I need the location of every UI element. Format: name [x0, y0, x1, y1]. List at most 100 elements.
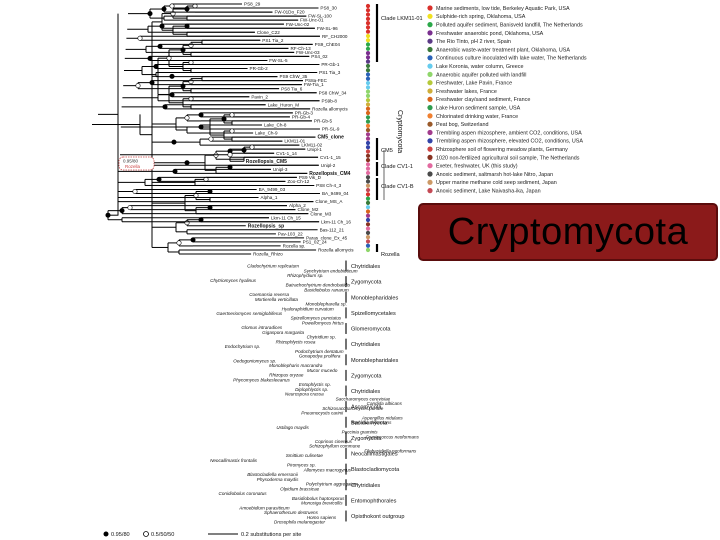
group-label: Blastocladiomycota	[351, 467, 400, 473]
environment-dot	[365, 162, 371, 167]
legend-swatch	[427, 121, 433, 127]
tip-label: Polychytrium aggregatum	[306, 482, 358, 487]
legend-swatch	[427, 188, 433, 194]
tip-label: PS1_02_24	[303, 240, 327, 245]
support-node-weak	[249, 144, 255, 150]
support-node-weak	[132, 189, 138, 195]
tip-label: Physoderma maydis	[257, 477, 299, 482]
tip-label: Puccinia graminis	[342, 430, 379, 435]
legend-swatch	[427, 71, 433, 77]
environment-dot	[365, 209, 371, 214]
support-node-weak	[188, 79, 194, 85]
support-node-weak	[188, 42, 194, 48]
environment-dot	[365, 149, 371, 154]
tip-label: Smittium culisetae	[286, 453, 324, 458]
support-node-weak	[184, 220, 190, 226]
group-label: Chytridiales	[351, 483, 380, 489]
legend-label: Trembling aspen rhizosphere, elevated CO…	[436, 139, 583, 145]
environment-dot	[365, 166, 371, 171]
tip-label: FW-01Do_F20	[274, 10, 304, 15]
legend-label: Lake Huron sediment sample, USA	[436, 106, 521, 112]
tip-label: Taphrina deformans	[351, 420, 392, 425]
tip-label: Chytridium sp.	[307, 335, 336, 340]
tip-label: Filobasidiella neoformans	[364, 448, 417, 453]
tip-label: Lkm-11 Ch_16	[321, 219, 351, 224]
group-label: Entomophthorales	[351, 498, 397, 504]
tip-label: PR-Gb-5	[314, 119, 333, 124]
legend-label: Marine sediments, low tide, Berkeley Aqu…	[436, 6, 570, 12]
tip-label: PS4_02	[311, 54, 328, 59]
tip-label: Olpidium brassicae	[280, 486, 320, 491]
support-node-strong	[147, 55, 153, 61]
legend-label: Anaerobic waste-water treatment plant, O…	[436, 47, 570, 53]
tip-label: Hyaloraphidium curvatum	[282, 306, 334, 311]
tip-label: Coprinus cinereus	[315, 439, 353, 444]
support-node-strong	[156, 176, 162, 182]
legend-swatch	[427, 113, 433, 119]
tip-label: Alpha_1	[261, 195, 278, 200]
support-node-strong	[157, 43, 163, 49]
legend-label: Anoxic sediment, saltmarsh hot-lake Nitr…	[436, 172, 553, 178]
support-node-strong	[190, 237, 196, 243]
tip-label: Gaertneriomyces semiglobiferus	[216, 311, 283, 316]
tip-label: Neocallimastix frontalis	[210, 458, 258, 463]
tip-label: Rhizopus oryzae	[269, 373, 304, 378]
tip-label: Saccharomyces cerevisiae	[336, 396, 391, 401]
legend-swatch	[427, 13, 433, 19]
legend-label: Chlorinated drinking water, France	[436, 114, 518, 120]
environment-dot	[365, 16, 371, 21]
tip-label: Rozellopsis_CM4	[309, 171, 350, 177]
environment-dot	[365, 102, 371, 107]
tip-label: Bas-112_21	[320, 227, 345, 232]
tip-label: Lake_Ch-9	[255, 131, 278, 136]
tip-label: Rozella allomycis	[318, 248, 354, 253]
environment-dot	[365, 153, 371, 158]
tip-label: Powellomyces hirtus	[302, 320, 345, 325]
tip-label: PR-Gb-4	[292, 115, 311, 120]
tip-label: Rhizophlyctis rosea	[276, 339, 316, 344]
support-node-weak	[176, 240, 182, 246]
tip-label: CV1-1_14	[276, 151, 297, 156]
legend-label: Freshwater anaerobic pond, Oklahoma, USA	[436, 31, 544, 37]
legend-swatch	[427, 146, 433, 152]
support-legend-open-dot	[143, 531, 149, 537]
environment-dot	[365, 179, 371, 184]
environment-color-dots	[365, 3, 371, 253]
tip-label: PR-Gb-1	[321, 62, 340, 67]
tip-label: Aspergillus nidulans	[361, 415, 404, 420]
tip-label: Chytriomyces hyalinus	[210, 278, 257, 283]
support-node-strong	[149, 80, 155, 86]
group-label: Neocallimastigales	[351, 452, 398, 458]
tree-branches	[92, 3, 320, 255]
legend-swatch	[427, 80, 433, 86]
tip-label: Mortierella verticillata	[255, 297, 299, 302]
support-node-strong	[221, 116, 227, 122]
tip-label: Podochytrium dentatum	[295, 349, 344, 354]
support-node-strong	[241, 147, 247, 153]
scale-bar-label: 0.2 substitutions per site	[241, 532, 301, 538]
tip-label: Zoo-Ch-12	[287, 179, 309, 184]
group-label: Zygomycota	[351, 436, 382, 442]
tip-label: Homo sapiens	[307, 515, 337, 520]
tip-label: Sphaerothecum destruens	[264, 510, 319, 515]
tip-label: Candida albicans	[367, 401, 403, 406]
environment-dot	[365, 230, 371, 235]
environment-dot	[365, 205, 371, 210]
tip-label: Basidiobolus haptosporus	[292, 496, 345, 501]
tip-label: Conidiobolus coronatus	[219, 491, 268, 496]
environment-dot	[365, 158, 371, 163]
support-node-strong	[105, 212, 111, 218]
tip-label: FW-SL-5	[269, 58, 288, 63]
support-node-weak	[135, 83, 141, 89]
tip-label: Lake_Ch-8	[264, 123, 287, 128]
tip-label: FW-Unc-03	[296, 50, 320, 55]
environment-dot	[365, 89, 371, 94]
group-label: Zygomycota	[351, 373, 382, 379]
environment-dot	[365, 239, 371, 244]
tip-label: Unipl-2	[321, 163, 336, 168]
tip-label: Rozella allomycis	[312, 106, 348, 111]
support-legend-filled-dot	[103, 531, 109, 537]
legend-label: Exeter, freshwater, UK (this study)	[436, 164, 518, 170]
support-legend-open-label: 0.5/50/50	[151, 532, 174, 538]
